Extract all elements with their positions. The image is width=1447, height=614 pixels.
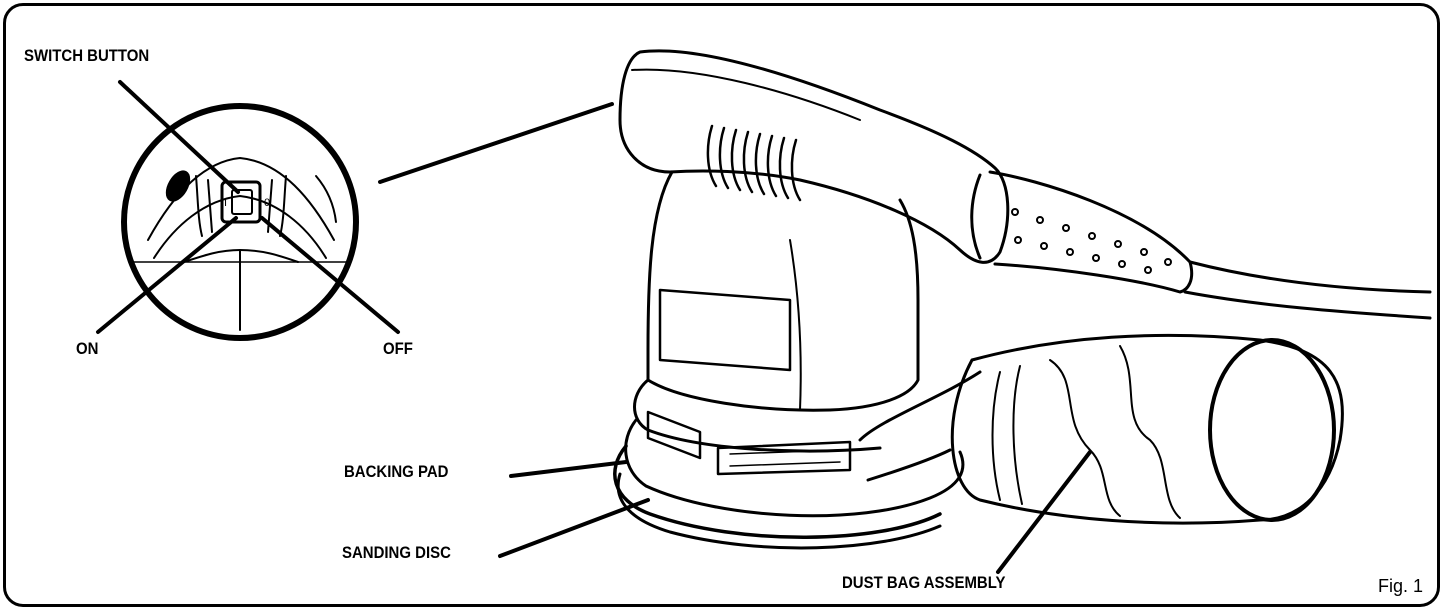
switch-detail-inset xyxy=(96,80,614,341)
power-cord xyxy=(1188,260,1432,294)
sander-base xyxy=(613,410,965,550)
figure-frame xyxy=(3,3,1440,607)
switch-button-leader xyxy=(118,80,240,194)
backing-pad-leader xyxy=(509,460,628,478)
inset-connector-line xyxy=(378,102,614,184)
motor-housing xyxy=(633,170,920,453)
dust-bag-leader xyxy=(996,450,1092,574)
off-mark: 0 xyxy=(264,197,271,209)
sander-handle xyxy=(618,49,1432,320)
on-label: ON xyxy=(76,339,99,358)
on-leader xyxy=(96,216,238,334)
off-label: OFF xyxy=(383,339,413,358)
switch-button-detail xyxy=(220,180,262,224)
off-leader xyxy=(260,216,400,334)
dust-bag xyxy=(858,333,1344,525)
on-mark: I xyxy=(224,197,228,209)
backing-pad-shape xyxy=(613,444,942,539)
sanding-disc-leader xyxy=(498,498,650,558)
sanding-disc-label: SANDING DISC xyxy=(342,543,451,562)
handle-vents xyxy=(706,124,802,202)
sanding-disc-shape xyxy=(616,472,942,550)
figure-caption: Fig. 1 xyxy=(1378,576,1424,596)
grip-dots xyxy=(1011,208,1172,274)
dust-bag-assembly-label: DUST BAG ASSEMBLY xyxy=(842,573,1006,592)
switch-button-label: SWITCH BUTTON xyxy=(24,46,150,65)
dust-bag-end-cap xyxy=(1208,338,1336,522)
backing-pad-label: BACKING PAD xyxy=(344,462,449,481)
